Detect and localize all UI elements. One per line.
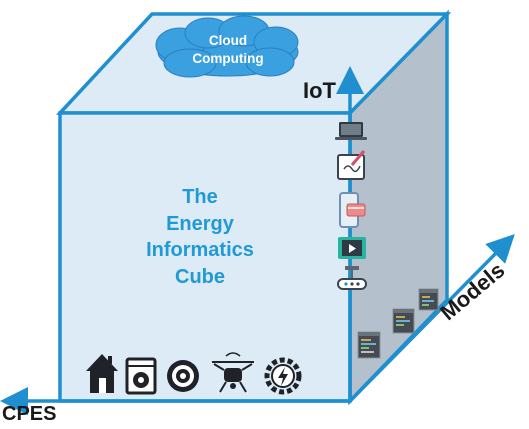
cloud-label-line: Cloud bbox=[208, 33, 248, 48]
code-window-icon bbox=[418, 288, 439, 311]
cube-title-line: The bbox=[182, 186, 218, 208]
cube-title: The Energy Informatics Cube bbox=[120, 184, 280, 290]
tablet-sketch-icon bbox=[337, 150, 366, 180]
cube-title-line: Cube bbox=[175, 265, 225, 288]
drone-icon bbox=[212, 352, 254, 393]
cloud-label: Cloud Computing bbox=[183, 32, 273, 68]
cloud-icon bbox=[155, 15, 299, 78]
robot-vacuum-icon bbox=[167, 360, 199, 392]
cpes-axis-label: CPES bbox=[2, 403, 57, 425]
washing-machine-icon bbox=[125, 357, 157, 395]
cloud-label-line: Computing bbox=[192, 51, 264, 66]
models-axis bbox=[348, 234, 515, 403]
house-icon bbox=[86, 354, 118, 393]
media-player-icon bbox=[338, 237, 366, 259]
code-window-icon bbox=[357, 331, 381, 359]
laptop-icon bbox=[335, 122, 367, 140]
iot-axis-label: IoT bbox=[303, 78, 336, 103]
gear-energy-icon bbox=[264, 357, 302, 395]
cube-title-line: Energy bbox=[166, 212, 234, 235]
cube-title-line: Informatics bbox=[146, 239, 254, 261]
cube-front-face bbox=[58, 111, 352, 403]
smartphone-card-icon bbox=[339, 192, 366, 228]
router-icon bbox=[337, 266, 367, 290]
code-window-icon bbox=[392, 308, 415, 334]
